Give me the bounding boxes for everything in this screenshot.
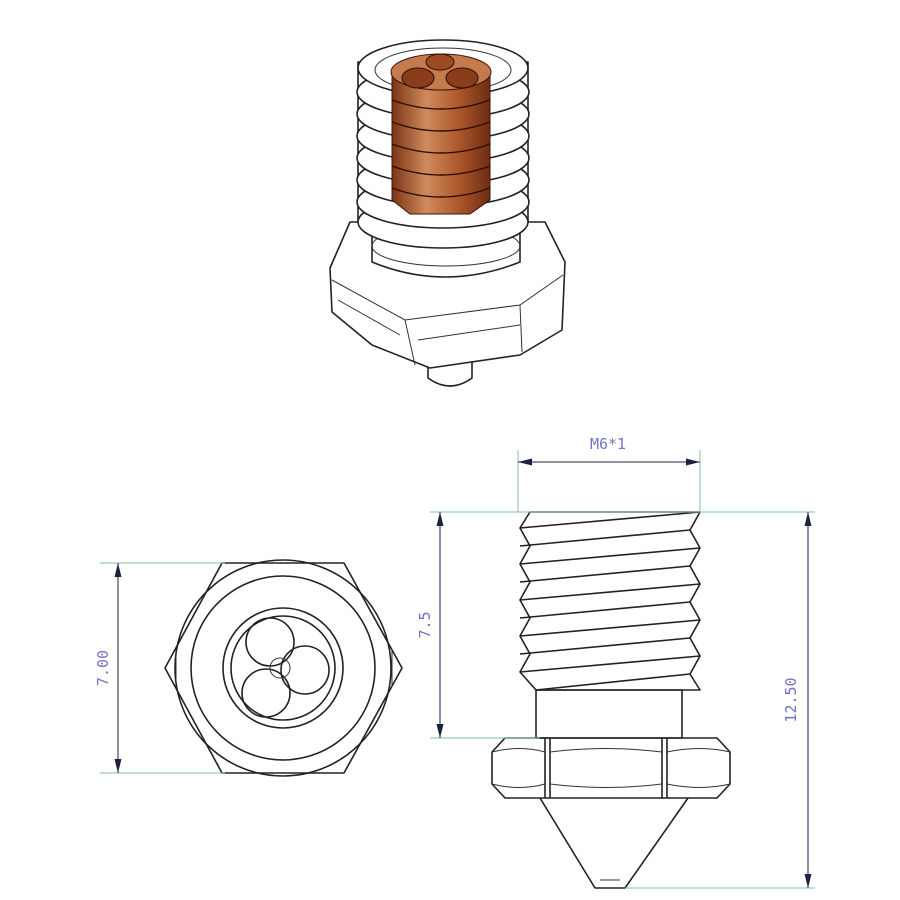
hex-chamfer — [417, 324, 521, 341]
hex-outline — [164, 562, 403, 774]
hex-face-edges — [544, 738, 668, 798]
dimension-thread: M6*1 — [517, 435, 701, 512]
dimension-total-length: 12.50 — [625, 512, 815, 889]
side-view: M6*1 7.5 12.50 — [416, 435, 815, 889]
center-hole — [269, 657, 291, 679]
thread-profile — [519, 511, 701, 691]
hex-edge — [331, 274, 564, 321]
flow-channels — [241, 617, 330, 718]
insert-circle — [230, 615, 336, 721]
copper-insert — [390, 53, 492, 215]
hex-edge — [519, 304, 523, 353]
neck — [535, 689, 683, 739]
insert-grooves — [391, 99, 491, 198]
flow-channel — [245, 617, 295, 667]
flow-channel — [241, 668, 291, 718]
flow-channel — [401, 67, 435, 89]
hex-chamfer-bottom — [491, 783, 731, 788]
isometric-view — [329, 39, 566, 387]
hex-size-label: 7.00 — [94, 650, 112, 686]
bore-circle — [222, 607, 344, 729]
dimension-thread-length: 7.5 — [416, 511, 815, 739]
thread-outline — [519, 511, 701, 691]
thread-circle — [190, 575, 376, 761]
flow-channel — [445, 67, 479, 89]
nozzle-cone — [539, 797, 689, 889]
thread-crests — [519, 511, 701, 691]
thread-label: M6*1 — [590, 435, 626, 453]
flow-channel — [425, 53, 455, 71]
dimension-hex-size: 7.00 — [94, 562, 225, 774]
hex-chamfer-top — [491, 748, 731, 753]
hex-edge — [404, 319, 416, 366]
thread-background — [520, 512, 700, 690]
outer-circle — [174, 559, 392, 777]
thread-length-label: 7.5 — [416, 611, 434, 638]
hex-chamfer — [337, 299, 401, 336]
flow-channel — [280, 645, 330, 695]
total-length-label: 12.50 — [782, 677, 800, 722]
hex-side — [491, 737, 731, 799]
front-view: 7.00 — [94, 559, 403, 777]
